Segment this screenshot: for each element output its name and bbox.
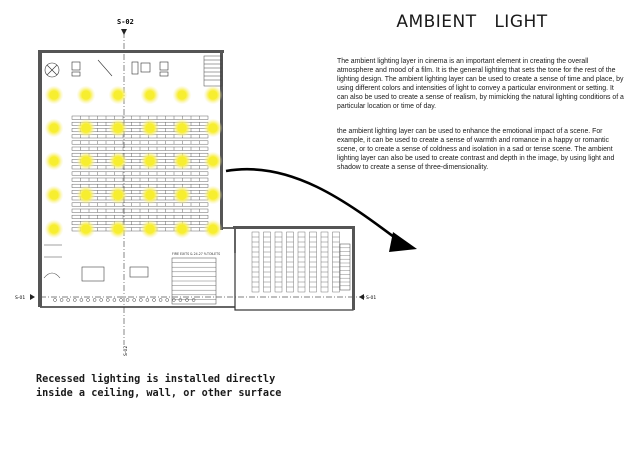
lobby-furniture — [43, 244, 149, 282]
small-hall-stairs — [339, 243, 351, 291]
lobby-seat — [185, 298, 189, 302]
lobby-seat — [152, 298, 156, 302]
recessed-light — [49, 123, 59, 133]
level-label-2: TOILETS — [206, 252, 220, 256]
recessed-light — [81, 190, 91, 200]
section-marker-right-icon — [359, 294, 364, 300]
cafe-furniture — [44, 59, 169, 78]
small-hall-east-wall — [352, 228, 355, 310]
recessed-light — [145, 156, 155, 166]
lobby-seat — [191, 298, 196, 302]
recessed-light — [49, 190, 59, 200]
recessed-light — [208, 190, 218, 200]
recessed-light — [145, 90, 155, 100]
recessed-lights — [44, 85, 223, 239]
lobby-seat — [73, 298, 77, 302]
lobby-seat — [145, 298, 150, 302]
lobby-seat — [86, 298, 90, 302]
staircase-north — [203, 55, 223, 87]
small-hall-seats — [251, 231, 340, 293]
lobby-seat — [92, 298, 97, 302]
west-wall — [38, 52, 42, 307]
section-label-right: S-01 — [366, 295, 376, 301]
lobby-seat — [158, 298, 163, 302]
lobby-seat — [165, 298, 169, 302]
recessed-light — [81, 224, 91, 234]
recessed-light — [113, 123, 123, 133]
recessed-light — [208, 90, 218, 100]
recessed-light — [177, 224, 187, 234]
recessed-light — [208, 123, 218, 133]
lobby-seat — [79, 298, 84, 302]
recessed-light — [49, 224, 59, 234]
recessed-light — [113, 190, 123, 200]
section-label-left: S-01 — [15, 295, 25, 301]
lobby-seat — [112, 298, 117, 302]
section-label-top: S-02 — [117, 18, 134, 26]
recessed-light — [81, 156, 91, 166]
lobby-seat — [99, 298, 103, 302]
recessed-light — [49, 156, 59, 166]
lobby-seat — [178, 298, 183, 302]
lobby-seat — [106, 298, 110, 302]
small-hall-north-wall — [233, 226, 355, 229]
lobby-seat — [119, 298, 123, 302]
caption-recessed-lighting: Recessed lighting is installed directly … — [36, 374, 282, 399]
staircase-steps — [172, 262, 216, 300]
recessed-light — [81, 90, 91, 100]
recessed-light — [208, 156, 218, 166]
recessed-light — [81, 123, 91, 133]
east-wall — [220, 50, 223, 230]
level-label: FIRE EXITS & 24.27 % — [172, 252, 207, 256]
recessed-light — [113, 224, 123, 234]
lobby-seat — [125, 298, 130, 302]
small-hall-steps — [340, 247, 350, 286]
lobby-seat — [139, 298, 143, 302]
small-hall-walls — [234, 227, 354, 311]
lobby-seat — [53, 298, 57, 302]
recessed-light — [49, 90, 59, 100]
recessed-light — [145, 123, 155, 133]
recessed-light — [113, 90, 123, 100]
recessed-light — [177, 156, 187, 166]
pointer-arrowhead-icon — [389, 232, 417, 252]
north-wall — [38, 50, 224, 53]
description-paragraph-2: the ambient lighting layer can be used t… — [337, 128, 615, 171]
recessed-light — [177, 123, 187, 133]
page-title: AMBIENT LIGHT — [396, 12, 548, 32]
section-marker-top-icon — [121, 29, 127, 35]
section-marker-left-icon — [30, 294, 35, 300]
recessed-light — [113, 156, 123, 166]
recessed-light — [145, 224, 155, 234]
recessed-light — [145, 190, 155, 200]
description-paragraph-1: The ambient lighting layer in cinema is … — [337, 58, 624, 110]
recessed-light — [208, 224, 218, 234]
lobby-seat — [172, 298, 176, 302]
lobby-seat — [132, 298, 136, 302]
lobby-seat — [66, 298, 70, 302]
section-label-bottom: S-02 — [123, 346, 129, 356]
recessed-light — [177, 190, 187, 200]
pointer-arrow-line — [225, 167, 403, 245]
lobby-seating-dots — [53, 298, 196, 302]
lobby-seat — [59, 298, 64, 302]
recessed-light — [177, 90, 187, 100]
